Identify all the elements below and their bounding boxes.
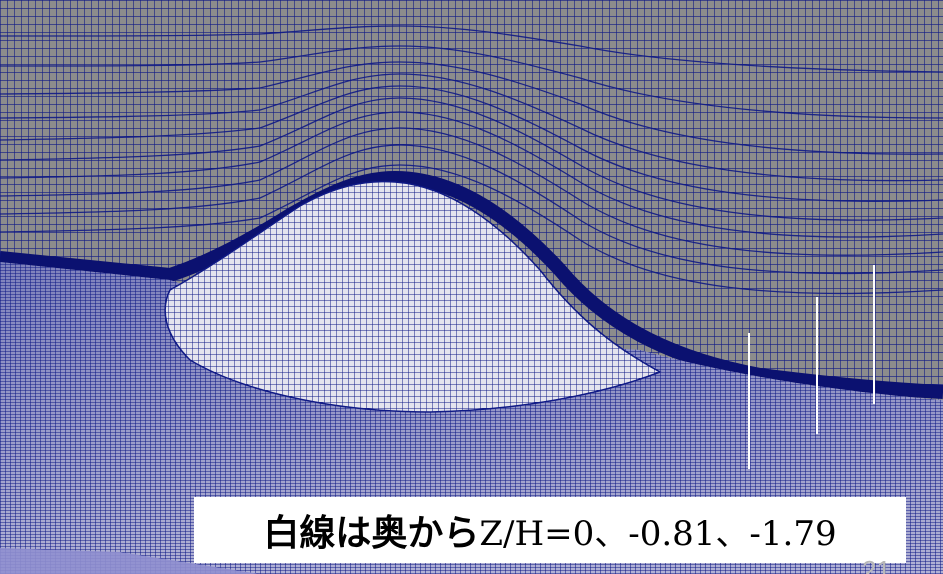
caption-label: 白線は奥から	[263, 513, 480, 554]
mesh-flow-lines	[0, 25, 943, 295]
caption-values: Z/H=0、-0.81、-1.79	[479, 513, 837, 554]
hill-surface	[164, 180, 662, 413]
page-number: 21	[862, 555, 891, 574]
floor-edge	[0, 548, 260, 574]
